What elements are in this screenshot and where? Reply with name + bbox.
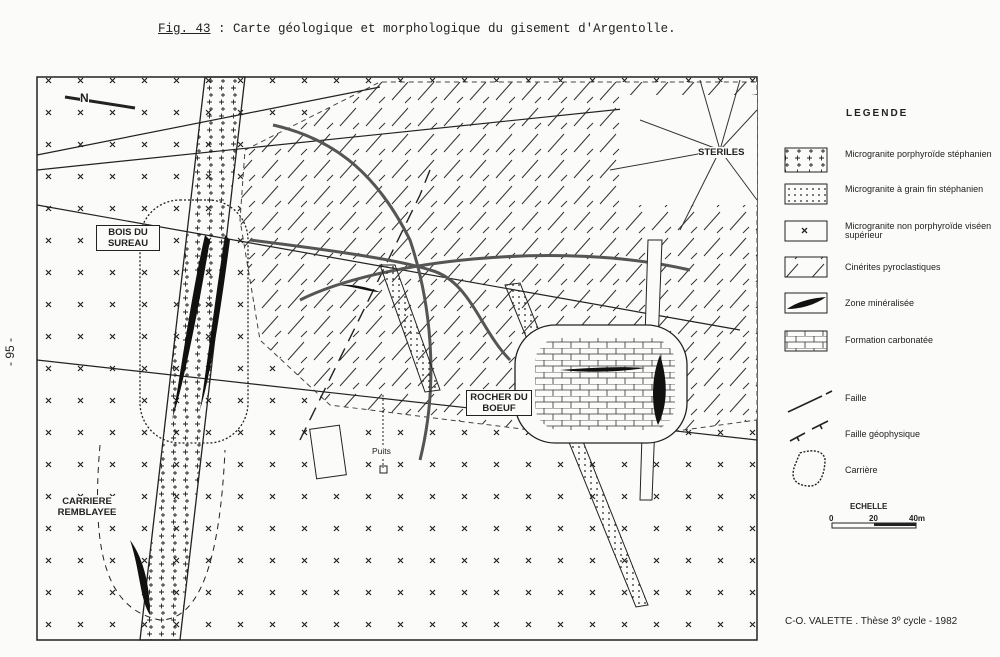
scale-title: ECHELLE (850, 502, 888, 511)
road (299, 254, 691, 302)
label-puits: Puits (372, 446, 391, 457)
legend-label: Faille géophysique (845, 429, 921, 439)
north-label: N (80, 91, 89, 105)
legend-label: Zone minéralisée (845, 298, 915, 308)
figure-number: Fig. 43 (158, 22, 211, 36)
steriles-rays (609, 79, 758, 231)
label-steriles: STERILES (698, 147, 745, 158)
scale-tick: 20 (869, 514, 878, 523)
label-rocher-du-boeuf: ROCHER DU BOEUF (466, 390, 532, 416)
carriere-remblayee-outline (97, 444, 226, 621)
quarry-bois-du-sureau (139, 199, 249, 444)
legend-quarry-symbol (792, 450, 826, 487)
building (309, 424, 347, 480)
geophysical-fault (299, 169, 431, 441)
label-bois-du-sureau: BOIS DU SUREAU (96, 225, 160, 251)
legend-dot-symbol (784, 183, 828, 205)
scale-tick: 40m (909, 514, 926, 523)
legend-label: Carrière (845, 465, 878, 475)
label-carriere-remblayee: CARRIERE REMBLAYEE (52, 496, 122, 518)
porphyroid-dyke (139, 76, 246, 641)
figure-caption: : Carte géologique et morphologique du g… (210, 22, 676, 36)
legend-cross-symbol (784, 220, 828, 242)
legend-label: Formation carbonatée (845, 335, 934, 345)
legend-label: Microgranite à grain fin stéphanien (845, 184, 984, 194)
legend-geophysical-fault-symbol (789, 420, 829, 442)
legend-hatch-symbol (784, 256, 828, 278)
road (249, 238, 512, 362)
mineralized-zones (130, 235, 666, 615)
legend-fault-symbol (787, 390, 833, 413)
legend-label: Microgranite porphyroïde stéphanien (845, 149, 992, 159)
legend-label: Faille (845, 393, 867, 403)
figure-title: Fig. 43 : Carte géologique et morphologi… (158, 22, 676, 36)
carbonate-formation (535, 338, 675, 430)
legend-title: LEGENDE (846, 108, 909, 119)
legend-plus-symbol (784, 147, 828, 173)
shaft-icon (379, 465, 388, 474)
credit: C-O. VALETTE . Thèse 3º cycle - 1982 (785, 616, 958, 627)
legend-label: Microgranite non porphyroïde viséen supé… (845, 221, 992, 240)
legend-brick-symbol (784, 330, 828, 352)
fine-grain-dyke (379, 264, 441, 393)
north-arrow-icon (64, 95, 136, 110)
scale-tick: 0 (829, 514, 834, 523)
legend-label: Cinérites pyroclastiques (845, 262, 941, 272)
